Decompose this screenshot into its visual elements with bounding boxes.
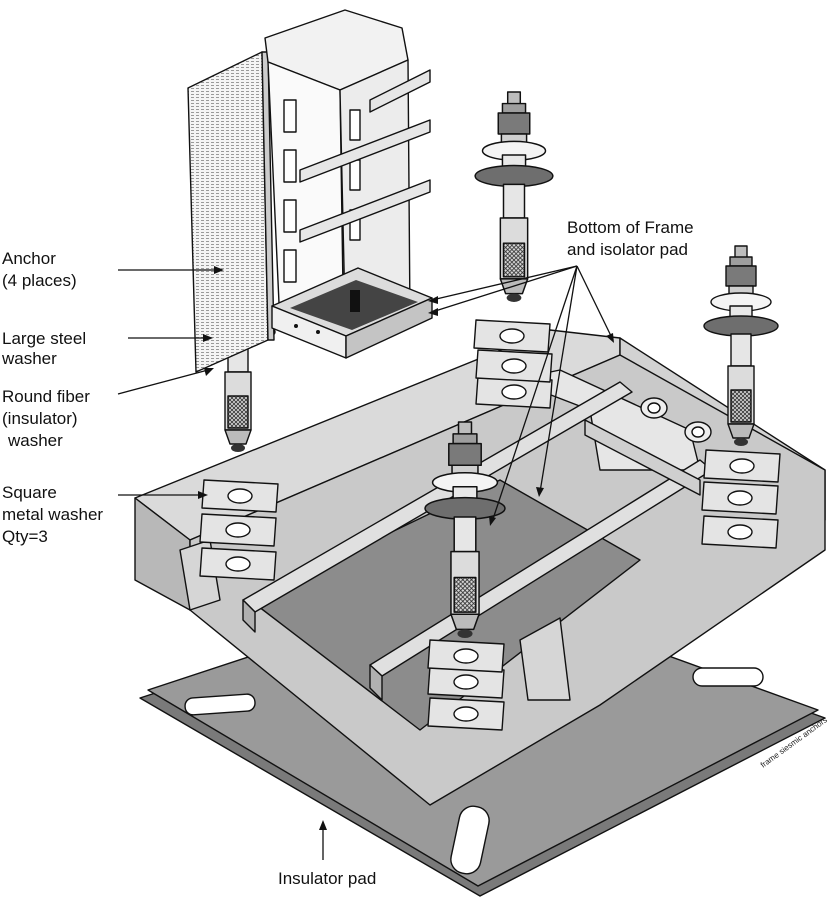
square-washer-stack-left: [199, 479, 279, 581]
label-steel-washer-1: Large steel: [2, 329, 86, 348]
label-bottom-frame-1: Bottom of Frame: [567, 218, 694, 237]
label-fiber-washer-3: washer: [7, 431, 63, 450]
bottom-leader-5: [491, 265, 578, 523]
bottom-leader-1: [431, 265, 578, 301]
anchor-bolt-back: [474, 91, 554, 303]
fiber-washer-leader: [117, 369, 209, 395]
label-steel-washer-2: washer: [1, 349, 57, 368]
bottom-leader-3: [539, 265, 578, 493]
label-square-washer-2: metal washer: [2, 505, 103, 524]
square-washer-stack-back: [473, 319, 553, 409]
label-square-washer-1: Square: [2, 483, 57, 502]
label-anchor-2: (4 places): [2, 271, 77, 290]
bottom-leader-4: [576, 265, 613, 339]
leader-lines: [117, 265, 613, 860]
label-bottom-frame-2: and isolator pad: [567, 240, 688, 259]
arrowheads: [198, 266, 614, 830]
square-washer-stack-right: [701, 449, 781, 549]
label-fiber-washer-1: Round fiber: [2, 387, 90, 406]
label-insulator-pad: Insulator pad: [278, 869, 376, 888]
square-washer-stack-front: [427, 639, 505, 731]
label-anchor-1: Anchor: [2, 249, 56, 268]
label-fiber-washer-2: (insulator): [2, 409, 78, 428]
equipment-rack: [187, 9, 433, 373]
bottom-leader-2: [431, 265, 578, 313]
label-square-washer-3: Qty=3: [2, 527, 48, 546]
